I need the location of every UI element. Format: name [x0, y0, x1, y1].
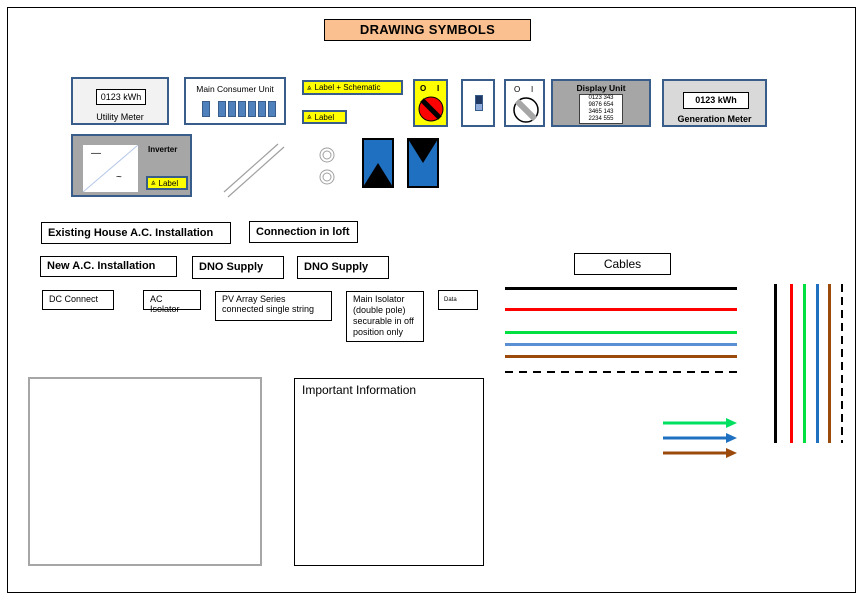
label-text: Label	[314, 112, 335, 122]
dno-supply-box[interactable]: DNO Supply	[192, 256, 284, 279]
panel-down-symbol[interactable]	[407, 138, 439, 188]
vertical-cable-red[interactable]	[790, 284, 793, 443]
coil-symbol[interactable]	[316, 145, 338, 187]
warning-triangle-icon: ⩓	[307, 82, 312, 92]
dc-connect-box[interactable]: DC Connect	[42, 290, 114, 310]
arrow-green-icon[interactable]	[663, 418, 737, 428]
display-line: 3465 143	[588, 109, 614, 115]
vertical-cable-blue[interactable]	[816, 284, 819, 443]
rotary-isolator-symbol[interactable]: O I	[413, 79, 448, 127]
inverter-symbol[interactable]: — ~ Inverter ⩓ Label	[71, 134, 192, 197]
breaker-row	[202, 101, 276, 117]
rotary-knob-icon	[418, 96, 444, 122]
cable-dashed[interactable]	[505, 371, 737, 373]
new-ac-installation-box[interactable]: New A.C. Installation	[40, 256, 177, 277]
vertical-cable-brown[interactable]	[828, 284, 831, 443]
breaker-icon	[202, 101, 210, 117]
main-consumer-unit-symbol[interactable]: Main Consumer Unit	[184, 77, 286, 125]
vertical-cable-green[interactable]	[803, 284, 806, 443]
main-isolator-box[interactable]: Main Isolator (double pole) securable in…	[346, 291, 424, 342]
inverter-label-tag: ⩓ Label	[146, 176, 188, 190]
important-info-title: Important Information	[302, 383, 417, 397]
utility-meter-symbol[interactable]: 0123 kWh Utility Meter	[71, 77, 169, 125]
cable-red[interactable]	[505, 308, 737, 311]
dno-supply-box-2[interactable]: DNO Supply	[297, 256, 389, 279]
display-unit-symbol[interactable]: Display Unit 0123 343 9876 654 3465 143 …	[551, 79, 651, 127]
inverter-tag-text: Label	[158, 178, 179, 188]
breaker-icon	[238, 101, 246, 117]
cables-label: Cables	[574, 253, 671, 275]
data-box[interactable]: Data	[438, 290, 478, 310]
warning-triangle-icon: ⩓	[307, 112, 312, 121]
cable-blue[interactable]	[505, 343, 737, 346]
connection-in-loft-box[interactable]: Connection in loft	[249, 221, 358, 243]
display-unit-label: Display Unit	[576, 83, 626, 93]
pv-array-box[interactable]: PV Array Series connected single string	[215, 291, 332, 321]
utility-meter-reading: 0123 kWh	[96, 89, 146, 105]
inverter-schematic-icon	[83, 145, 138, 192]
breaker-icon	[258, 101, 266, 117]
ac-isolator-box[interactable]: AC Isolator	[143, 290, 201, 314]
display-line: 2234 555	[588, 116, 614, 122]
display-line: 0123 343	[588, 95, 614, 101]
label-schematic-text: Label + Schematic	[314, 83, 381, 92]
breaker-icon	[228, 101, 236, 117]
on-marker: I	[437, 84, 440, 93]
off-marker: O	[420, 84, 427, 93]
existing-house-ac-box[interactable]: Existing House A.C. Installation	[41, 222, 231, 244]
off-marker: O	[514, 85, 521, 94]
dc-symbol: —	[91, 148, 101, 159]
arrow-brown-icon[interactable]	[663, 448, 737, 458]
cable-green[interactable]	[505, 331, 737, 334]
breaker-icon	[248, 101, 256, 117]
label-schematic-tag[interactable]: ⩓ Label + Schematic	[302, 80, 403, 95]
panel-up-symbol[interactable]	[362, 138, 394, 188]
utility-meter-label: Utility Meter	[96, 112, 144, 122]
breaker-icon	[268, 101, 276, 117]
inverter-label: Inverter	[148, 145, 178, 154]
cable-black[interactable]	[505, 287, 737, 290]
rotary-switch-symbol[interactable]: O I	[504, 79, 545, 127]
toggle-icon	[475, 95, 483, 111]
breaker-icon	[218, 101, 226, 117]
page-title: DRAWING SYMBOLS	[324, 19, 531, 41]
display-screen: 0123 343 9876 654 3465 143 2234 555	[579, 94, 623, 124]
vertical-cable-dashed[interactable]	[841, 284, 843, 443]
arrow-set	[663, 418, 737, 458]
blank-panel[interactable]	[28, 377, 262, 566]
generation-meter-label: Generation Meter	[677, 114, 752, 124]
generation-meter-symbol[interactable]: 0123 kWh Generation Meter	[662, 79, 767, 127]
generation-meter-reading: 0123 kWh	[683, 92, 749, 109]
ac-symbol: ~	[116, 172, 122, 183]
warning-triangle-icon: ⩓	[151, 178, 156, 187]
rotary-dial-icon	[513, 97, 539, 123]
double-line-symbol[interactable]	[222, 140, 286, 198]
arrow-blue-icon[interactable]	[663, 433, 737, 443]
consumer-unit-label: Main Consumer Unit	[196, 84, 274, 94]
switch-symbol[interactable]	[461, 79, 495, 127]
display-line: 9876 654	[588, 102, 614, 108]
vertical-cable-black[interactable]	[774, 284, 777, 443]
label-tag[interactable]: ⩓ Label	[302, 110, 347, 124]
cable-brown[interactable]	[505, 355, 737, 358]
important-info-box[interactable]: Important Information	[294, 378, 484, 566]
on-marker: I	[531, 85, 534, 94]
drawing-frame	[7, 7, 856, 593]
